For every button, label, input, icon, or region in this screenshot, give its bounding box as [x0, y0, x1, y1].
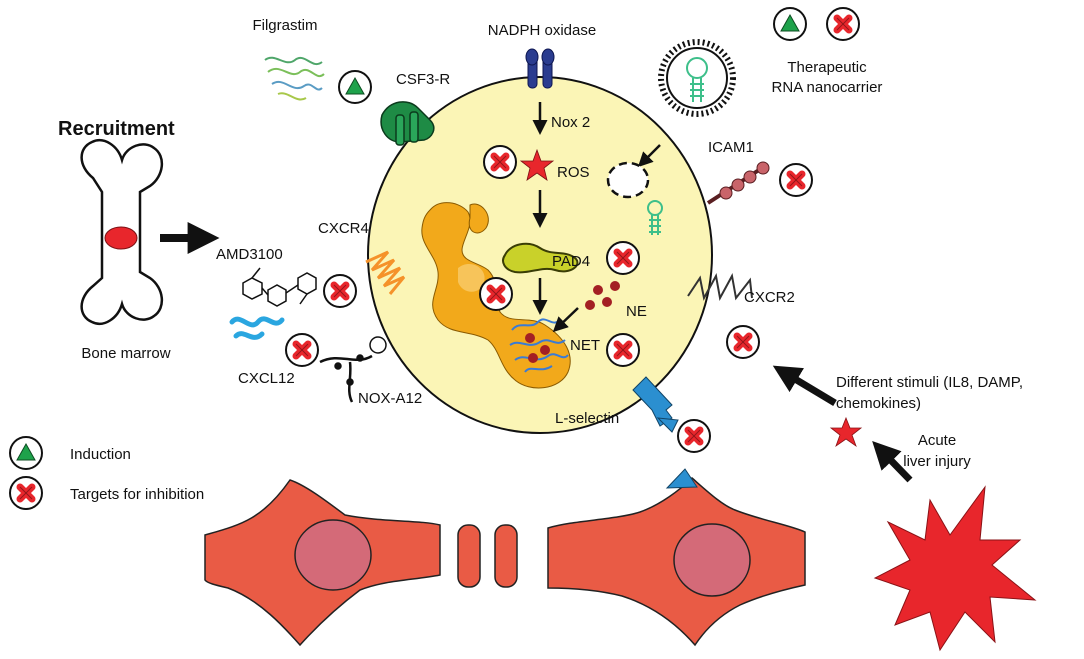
selectin-ligand [665, 468, 698, 489]
cxcr2-receptor [687, 273, 753, 301]
stimulus-star [829, 416, 863, 448]
nox2-label: Nox 2 [551, 114, 590, 131]
pad4-inhibit-icon [607, 242, 639, 274]
net-granule [528, 353, 538, 363]
therapeutic-label-2: RNA nanocarrier [772, 79, 883, 96]
nucleus-lobe [458, 263, 485, 292]
cxcl12-protein [229, 316, 285, 340]
bone-marrow-label: Bone marrow [81, 345, 170, 362]
filgrastim-label: Filgrastim [252, 17, 317, 34]
ros-star [519, 148, 555, 181]
rna-hairpin-icon [647, 200, 663, 235]
recruitment-title: Recruitment [58, 118, 175, 140]
csf3r-label: CSF3-R [396, 71, 450, 88]
cxcr2-label: CXCR2 [744, 289, 795, 306]
ros-label: ROS [557, 164, 590, 181]
icam1-receptor [706, 161, 770, 205]
icam1-label: ICAM1 [708, 139, 754, 156]
net-granule [540, 345, 550, 355]
stimuli-label-2: chemokines) [836, 395, 921, 412]
amd3100-label: AMD3100 [216, 246, 283, 263]
endothelial-cell-left [204, 479, 441, 647]
nadph-label: NADPH oxidase [488, 22, 596, 39]
stimuli-arrow [772, 365, 837, 407]
net-granule [525, 333, 535, 343]
acute-label-1: Acute [918, 432, 956, 449]
lselectin-label: L-selectin [555, 410, 619, 427]
endothelial-nucleus [294, 519, 372, 591]
legend-inhibition-label: Targets for inhibition [70, 486, 204, 503]
nadph-oxidase-receptor [525, 48, 555, 89]
endosome-vesicle [606, 161, 650, 199]
noxa12-molecule [319, 336, 387, 403]
cxcr4-label: CXCR4 [318, 220, 369, 237]
noxa12-label: NOX-A12 [358, 390, 422, 407]
filgrastim-induce-icon [338, 70, 372, 104]
ros-inhibit-icon [484, 146, 516, 178]
legend-induction-icon [9, 436, 43, 470]
pad4-label: PAD4 [552, 253, 590, 270]
ne-granules [585, 281, 620, 310]
ne-label: NE [626, 303, 647, 320]
injury-arrow [872, 440, 913, 483]
nanocarrier-inhibit-icon [827, 8, 859, 40]
legend-induction-label: Induction [70, 446, 131, 463]
net-inhibit-icon [607, 334, 639, 366]
legend-inhibition-icon [10, 477, 42, 509]
cxcr4-receptor [365, 250, 406, 295]
filgrastim-protein [264, 56, 325, 101]
stimuli-label-1: Different stimuli (IL8, DAMP, [836, 374, 1023, 391]
icam1-inhibit-icon [780, 164, 812, 196]
amd3100-inhibit-icon [324, 275, 356, 307]
liver-injury-burst [873, 485, 1037, 652]
endothelial-nucleus [673, 523, 751, 597]
endothelial-fragment [494, 524, 518, 588]
arrow-ne-net [552, 307, 579, 333]
csf3r-receptor [380, 101, 435, 146]
nucleus-lobe [468, 203, 489, 234]
rna-nanocarrier-icon [658, 39, 736, 117]
therapeutic-label-1: Therapeutic [787, 59, 867, 76]
acute-label-2: liver injury [903, 453, 971, 470]
endothelial-fragment [457, 524, 481, 588]
lselectin-inhibit-icon [678, 420, 710, 452]
pad4-path-inhibit-icon [480, 278, 512, 310]
amd3100-molecule [242, 267, 317, 307]
nanocarrier-induce-icon [773, 7, 807, 41]
cxcr2-inhibit-icon [727, 326, 759, 358]
lselectin-receptor [632, 376, 679, 433]
pad4-protein [502, 242, 579, 274]
bone-icon [80, 139, 163, 325]
endothelial-cell-right [547, 468, 806, 647]
arrow-nanocarrier [637, 144, 661, 168]
cxcl12-label: CXCL12 [238, 370, 295, 387]
net-label: NET [570, 337, 600, 354]
cxcl12-inhibit-icon [286, 334, 318, 366]
